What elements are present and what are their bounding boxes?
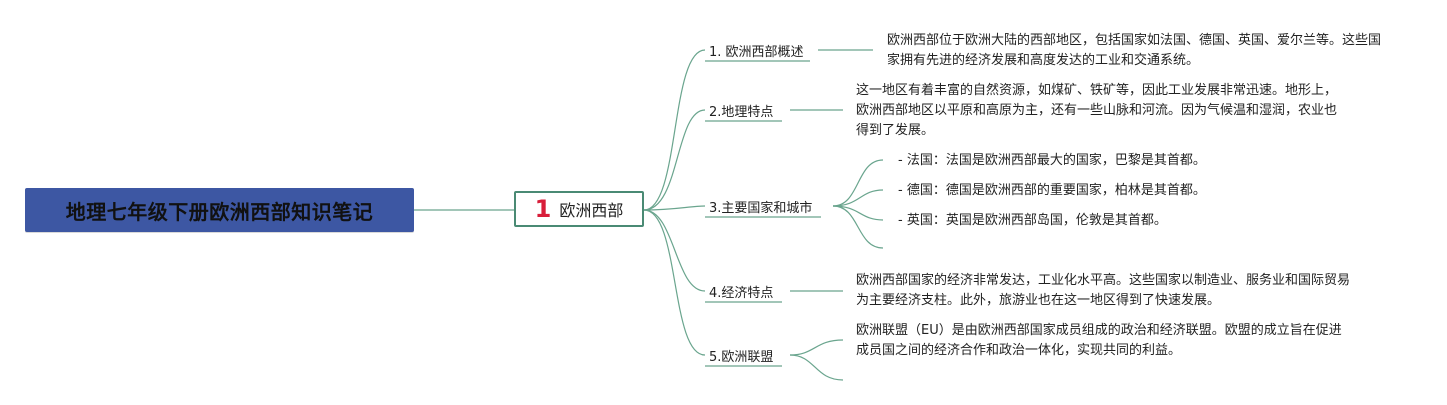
- branch-countries-cities[interactable]: 3.主要国家和城市: [709, 201, 813, 216]
- detail-connector-5a: [789, 339, 844, 356]
- topic-number: 1: [534, 195, 552, 223]
- main-topic[interactable]: 1 欧洲西部: [514, 191, 644, 227]
- branch-connector-3: [643, 205, 706, 211]
- branch-economy[interactable]: 4.经济特点: [709, 286, 774, 301]
- branch-overview[interactable]: 1. 欧洲西部概述: [709, 45, 804, 60]
- branch-connector-2: [643, 109, 706, 211]
- branch-connector-5: [643, 209, 706, 356]
- detail-eu: 欧洲联盟（EU）是由欧洲西部国家成员组成的政治和经济联盟。欧盟的成立旨在促进成员…: [856, 323, 1342, 358]
- detail-connector-3b: [832, 189, 884, 207]
- detail-uk: - 英国：英国是欧洲西部岛国，伦敦是其首都。: [898, 213, 1167, 228]
- root-topic[interactable]: 地理七年级下册欧洲西部知识笔记: [25, 188, 414, 232]
- detail-connector-3c: [832, 205, 884, 221]
- detail-germany: - 德国：德国是欧洲西部的重要国家，柏林是其首都。: [898, 183, 1206, 198]
- main-topic-label: 欧洲西部: [559, 201, 624, 220]
- branch-connector-1: [643, 49, 706, 211]
- detail-france: - 法国：法国是欧洲西部最大的国家，巴黎是其首都。: [898, 153, 1206, 168]
- detail-economy: 欧洲西部国家的经济非常发达，工业化水平高。这些国家以制造业、服务业和国际贸易为主…: [856, 273, 1351, 308]
- detail-connector-3a: [832, 159, 884, 207]
- branch-eu[interactable]: 5.欧洲联盟: [709, 350, 774, 365]
- branch-geography[interactable]: 2.地理特点: [709, 105, 774, 120]
- detail-overview: 欧洲西部位于欧洲大陆的西部地区，包括国家如法国、德国、英国、爱尔兰等。这些国家拥…: [887, 33, 1382, 68]
- detail-connector-5b: [789, 354, 844, 381]
- root-title: 地理七年级下册欧洲西部知识笔记: [65, 199, 374, 224]
- detail-connector-3d: [832, 205, 884, 249]
- detail-geography: 这一地区有着丰富的自然资源，如煤矿、铁矿等，因此工业发展非常迅速。地形上，欧洲西…: [856, 83, 1338, 138]
